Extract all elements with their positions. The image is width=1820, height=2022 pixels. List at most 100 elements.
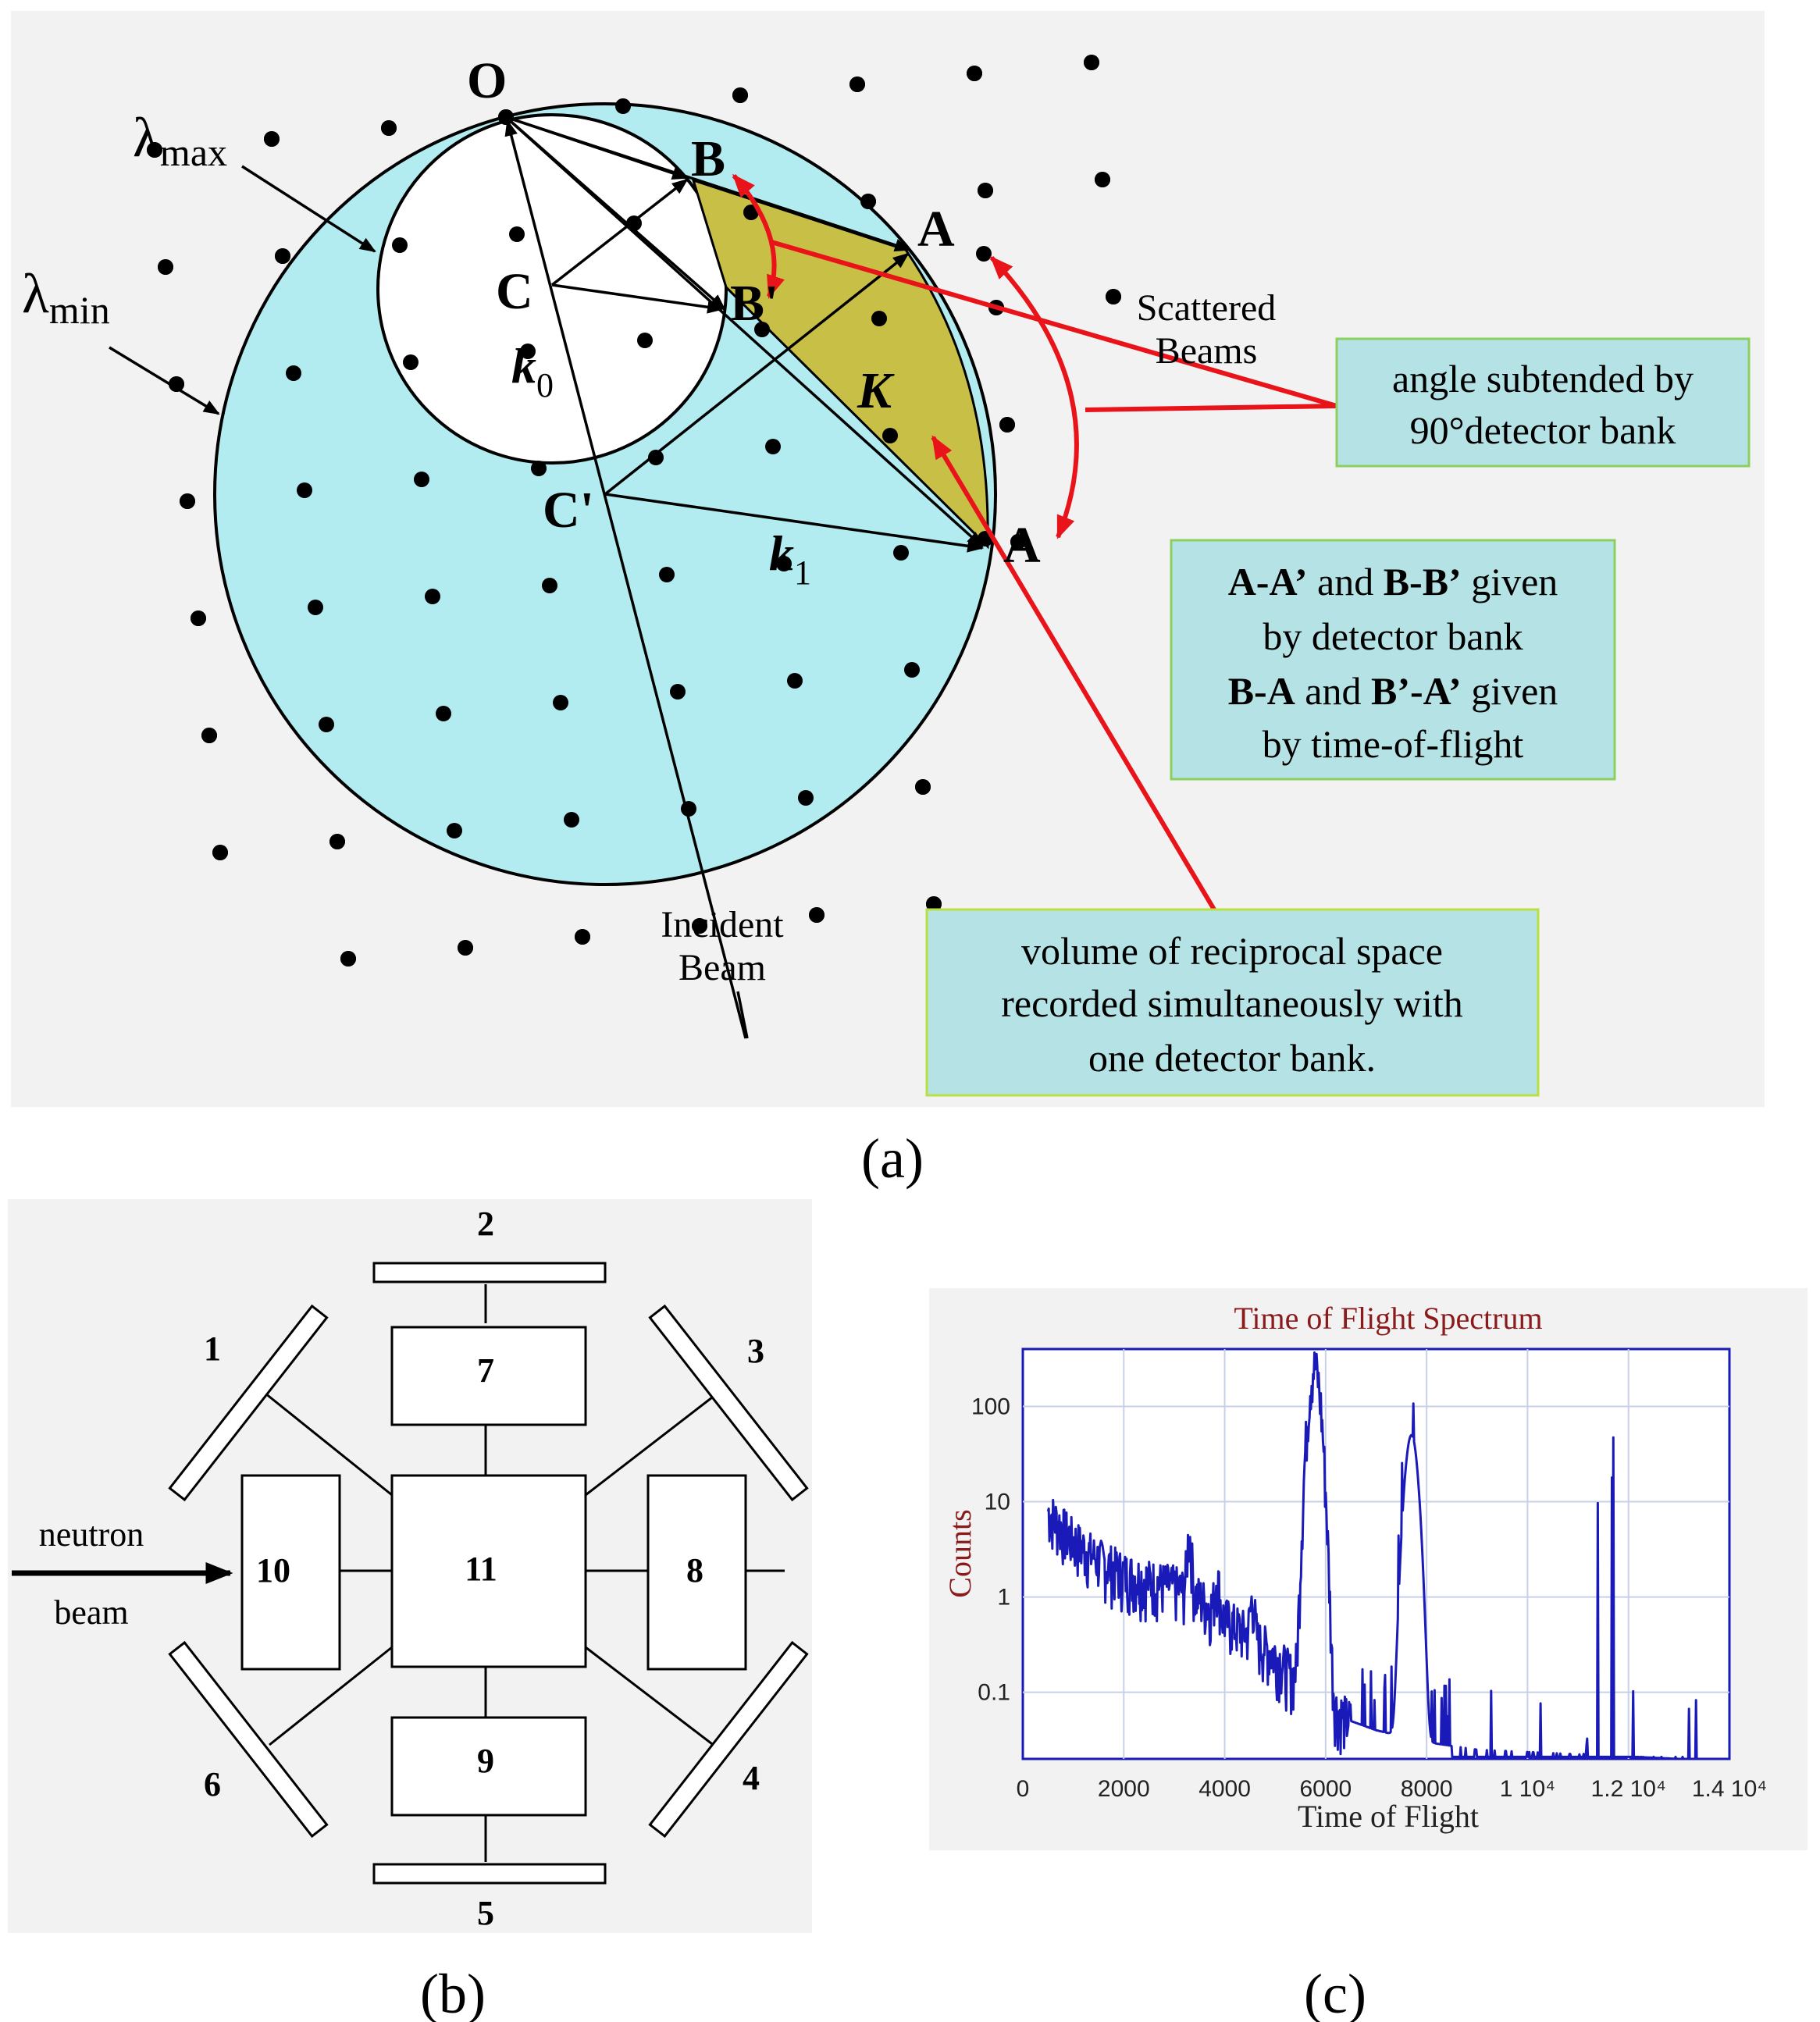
vector-C-Bprime: [551, 283, 725, 314]
label-k0: k0: [511, 338, 554, 404]
angle-box: angle subtended by 90°detector bank: [1335, 337, 1751, 468]
lattice-dot: [520, 344, 536, 359]
bank-label-2: 2: [477, 1205, 494, 1243]
panel-b: 1 2 3 4 5 6 7 8 9 10 11 neutron beam (b): [8, 1199, 812, 2022]
box-9: [390, 1716, 587, 1817]
line-11-3: [585, 1388, 723, 1497]
box-8: [646, 1474, 747, 1671]
label-Aprime: A: [1003, 517, 1041, 574]
label-incident-1: Incident: [661, 904, 784, 945]
lattice-dot: [670, 684, 686, 700]
beam-label-2: beam: [54, 1593, 128, 1632]
lattice-dot: [414, 472, 429, 487]
lattice-dot: [509, 226, 525, 242]
angle-box-line2: 90°detector bank: [1410, 408, 1676, 452]
label-scattered-2: Beams: [1156, 330, 1258, 372]
tof-spectrum-line: [1046, 1351, 1700, 1760]
lattice-dot: [871, 311, 887, 326]
lattice-dot: [1084, 55, 1099, 70]
detector-bank-4: [648, 1640, 809, 1839]
given-box-line3: B-A and B’-A’ given: [1228, 669, 1558, 713]
lattice-dot: [575, 929, 590, 945]
label-C: C: [496, 263, 533, 320]
volume-box-line3: one detector bank.: [1088, 1036, 1376, 1080]
line-11-6: [269, 1646, 393, 1746]
incident-beam-tail: [736, 991, 749, 1039]
lattice-dot: [765, 439, 781, 454]
given-box-line1: A-A’ and B-B’ given: [1228, 560, 1558, 603]
lattice-dot: [893, 545, 909, 561]
volume-box-frame: [925, 908, 1540, 1097]
label-lambda-max: λmax: [133, 106, 227, 174]
lattice-dot: [809, 907, 825, 923]
lattice-dot: [392, 237, 408, 253]
x-tick-label: 8000: [1401, 1776, 1453, 1802]
volume-box-line1: volume of reciprocal space: [1021, 929, 1443, 973]
red-line-to-angle-box-1: [771, 240, 1337, 408]
lattice-dot: [999, 417, 1015, 433]
angle-box-frame: [1335, 337, 1751, 468]
vector-Cprime-Aprime: [604, 493, 985, 553]
y-tick-label: 10: [985, 1490, 1010, 1515]
label-lambda-min: λmin: [22, 262, 110, 332]
lattice-dot: [659, 567, 675, 582]
detector-bank-3: [648, 1304, 809, 1502]
lattice-dots-overlay: [147, 55, 1121, 967]
y-tick-label: 0.1: [978, 1680, 1010, 1706]
label-A: A: [917, 201, 955, 258]
x-tick-label: 1.2 10⁴: [1591, 1776, 1666, 1802]
y-tick-label: 100: [971, 1394, 1010, 1419]
y-axis-label: Counts: [942, 1509, 978, 1597]
box-label-11: 11: [465, 1550, 497, 1588]
lattice-dot: [191, 611, 206, 626]
caption-a: (a): [861, 1127, 924, 1190]
chart-title: Time of Flight Spectrum: [1234, 1301, 1542, 1336]
x-tick-label: 6000: [1299, 1776, 1352, 1802]
x-tick-label: 2000: [1098, 1776, 1150, 1802]
angle-box-line1: angle subtended by: [1392, 357, 1694, 400]
label-K: K: [857, 362, 895, 419]
lattice-dot: [297, 482, 312, 498]
lattice-dot: [542, 578, 557, 593]
vector-C-B: [550, 178, 689, 287]
detector-bank-1: [168, 1304, 329, 1502]
caption-b: (b): [420, 1963, 486, 2022]
bank-label-5: 5: [477, 1894, 494, 1932]
lattice-dot: [340, 951, 356, 967]
lattice-dot: [553, 695, 568, 710]
lattice-dot: [264, 131, 280, 147]
box-label-7: 7: [477, 1351, 494, 1390]
x-tick-label: 0: [1017, 1776, 1030, 1802]
lattice-dot: [849, 77, 865, 92]
lattice-dot: [882, 428, 898, 443]
box-label-8: 8: [686, 1551, 703, 1589]
lattice-dot: [180, 493, 195, 509]
volume-box: volume of reciprocal space recorded simu…: [925, 908, 1540, 1097]
box-7: [390, 1326, 587, 1426]
line-11-4: [585, 1646, 719, 1750]
label-Bprime: B': [730, 275, 778, 332]
lattice-dot: [776, 556, 792, 571]
lattice-dot: [637, 333, 653, 348]
volume-box-line2: recorded simultaneously with: [1001, 981, 1463, 1025]
lattice-dot: [692, 918, 707, 934]
detector-bank-5: [372, 1863, 607, 1885]
bank-label-3: 3: [747, 1332, 764, 1370]
lattice-dot: [308, 600, 323, 615]
lattice-dot: [201, 728, 217, 743]
lattice-dot: [904, 662, 920, 678]
lattice-dot: [286, 365, 301, 381]
point-O-marker: [498, 109, 514, 125]
lattice-dot: [447, 823, 462, 838]
box-10: [240, 1474, 341, 1671]
bank-label-4: 4: [743, 1759, 760, 1797]
red-arc-B-Bprime: [732, 173, 785, 299]
x-tick-label: 4000: [1198, 1776, 1251, 1802]
lattice-dot: [381, 120, 397, 136]
given-box-line4: by time-of-flight: [1263, 722, 1524, 766]
lattice-dot: [732, 87, 748, 103]
lattice-dot: [754, 322, 770, 337]
point-A-marker: [976, 246, 992, 262]
bank-label-1: 1: [204, 1330, 221, 1368]
